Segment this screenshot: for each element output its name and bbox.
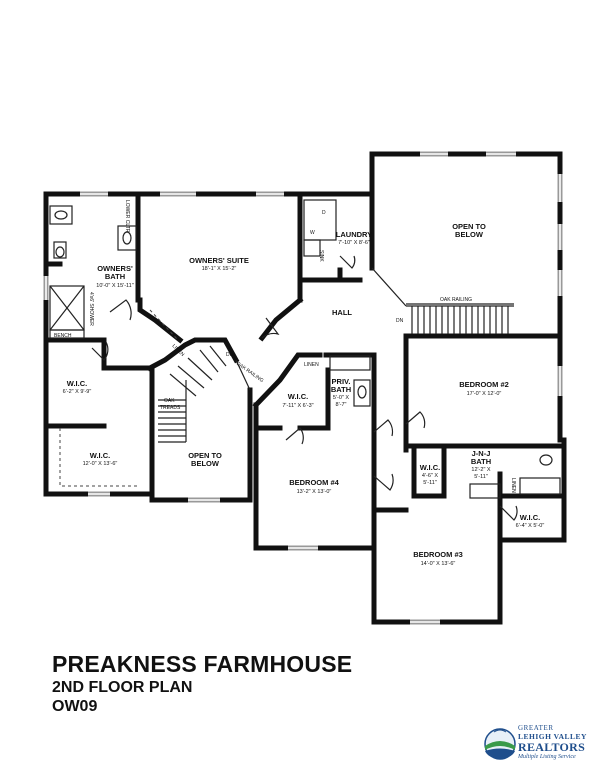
title-block: PREAKNESS FARMHOUSE 2ND FLOOR PLAN OW09	[52, 650, 352, 716]
owners-suite-dim: 18'-1" X 15'-2"	[202, 266, 237, 272]
wic-owner-dim: 6'-2" X 9'-9"	[63, 389, 92, 395]
dn1-label: DN	[226, 352, 234, 358]
owners-suite-label: OWNERS' SUITE	[189, 256, 249, 265]
lower-cltr-label: LOWER CLTR	[124, 200, 130, 233]
hall-label: HALL	[332, 308, 352, 317]
priv-bath-label-2: BATH	[331, 385, 351, 394]
jnj-bath-label: J-N-J	[472, 449, 491, 458]
wic-owner2-label: W.I.C.	[90, 451, 110, 460]
wic-b2-dim: 4'-6" X	[422, 473, 438, 479]
wic-b4-label: W.I.C.	[288, 392, 308, 401]
owners-bath-label: OWNERS'	[97, 264, 133, 273]
bedroom3-dim: 14'-0" X 13'-6"	[421, 561, 456, 567]
bedroom4-label: BEDROOM #4	[289, 478, 339, 487]
jnj-bath-label-2: BATH	[471, 457, 491, 466]
oak-treads-label-2: TREADS	[160, 405, 181, 411]
bench-label: BENCH	[54, 333, 72, 339]
wic-b3-label: W.I.C.	[520, 513, 540, 522]
open-below-top-label-2: BELOW	[455, 230, 484, 239]
wic-b3-dim: 6'-4" X 5'-0"	[516, 523, 545, 529]
logo-line1: GREATER	[518, 724, 554, 732]
open-below-top-label: OPEN TO	[452, 222, 486, 231]
globe-icon	[484, 728, 516, 760]
linen2-label: LINEN	[304, 362, 319, 368]
windows	[43, 151, 563, 625]
sink-label: SINK	[318, 250, 324, 262]
bedroom2-dim: 17'-0" X 12'-0"	[467, 391, 502, 397]
laundry-dim: 7'-10" X 8'-6"	[338, 240, 370, 246]
bath-fixtures	[49, 199, 561, 499]
jnj-bath-dim-2: 5'-11"	[474, 474, 488, 480]
plan-code: OW09	[52, 698, 98, 715]
priv-bath-dim-2: 8'-7"	[336, 402, 347, 408]
interior-walls	[45, 193, 567, 551]
laundry-label: LAUNDRY	[336, 230, 372, 239]
open-below-left-label-2: BELOW	[191, 459, 220, 468]
oak-railing2-label: OAK RAILING	[440, 297, 472, 303]
wic-owner-label: W.I.C.	[67, 379, 87, 388]
jnj-bath-dim: 12'-2" X	[471, 467, 491, 473]
wic-b2-dim-2: 5'-11"	[423, 480, 437, 486]
shower-label: 4'x6' SHOWER	[88, 292, 94, 326]
bedroom4-dim: 13'-2" X 13'-0"	[297, 489, 332, 495]
priv-bath-label: PRIV.	[332, 377, 351, 386]
washer-label: W	[310, 230, 315, 236]
wic-owner2-dim: 12'-0" X 13'-6"	[83, 461, 118, 467]
logo-line3: REALTORS	[518, 740, 586, 754]
main-stair-treads	[411, 306, 509, 334]
floor-label: 2ND FLOOR PLAN	[52, 679, 193, 696]
oak-treads-label: OAK	[164, 398, 175, 404]
plan-name: PREAKNESS FARMHOUSE	[52, 651, 353, 677]
priv-bath-dim: 5'-0" X	[333, 395, 349, 401]
doors	[59, 255, 518, 521]
logo-line2: LEHIGH VALLEY	[518, 732, 587, 741]
oak-railing1-label: OAK RAILING	[235, 361, 265, 384]
dn2-label: DN	[396, 318, 404, 324]
owners-bath-label-2: BATH	[105, 272, 125, 281]
dryer-label: D	[322, 210, 326, 216]
logo-text: GREATER LEHIGH VALLEY REALTORS Multiple …	[518, 724, 600, 761]
realtors-logo: GREATER LEHIGH VALLEY REALTORS Multiple …	[480, 722, 598, 766]
wic-b2-label: W.I.C.	[420, 463, 440, 472]
wic-b4-dim: 7'-11" X 6'-3"	[282, 403, 313, 409]
bedroom3-label: BEDROOM #3	[413, 550, 463, 559]
bedroom2-label: BEDROOM #2	[459, 380, 509, 389]
owners-bath-dim: 10'-0" X 15'-11"	[96, 283, 133, 289]
open-below-left-label: OPEN TO	[188, 451, 222, 460]
left-stair-treads	[158, 345, 251, 443]
logo-line4: Multiple Listing Service	[518, 754, 576, 760]
linen3-label: LINEN	[510, 478, 516, 493]
